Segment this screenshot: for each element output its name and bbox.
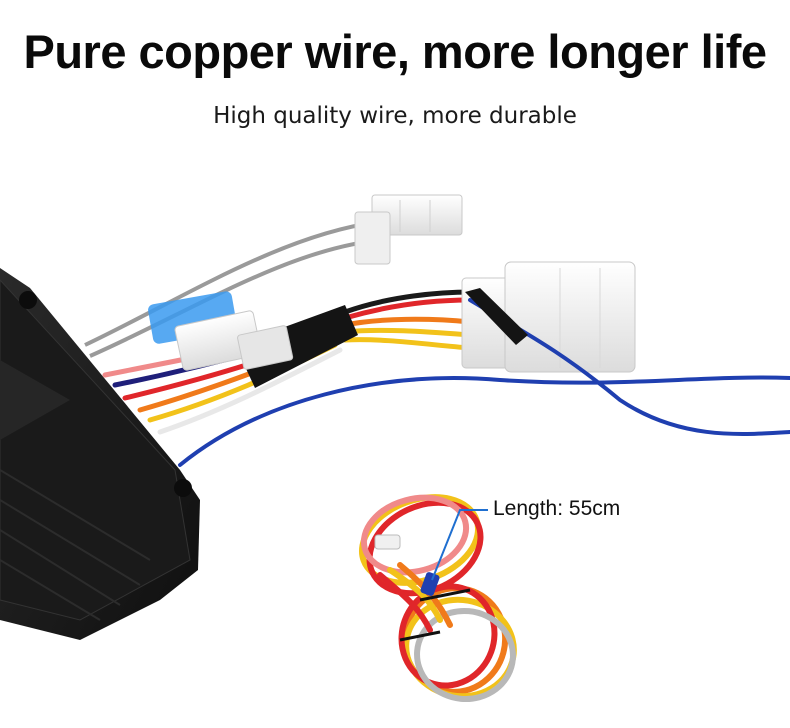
grey-wire-pair — [84, 220, 381, 358]
callout-leader — [431, 509, 488, 581]
middle-connector — [174, 310, 294, 371]
blue-wire-sleeve — [465, 288, 528, 345]
subheadline: High quality wire, more durable — [213, 103, 577, 129]
length-callout-label: Length: 55cm — [493, 497, 621, 520]
coil-details — [374, 534, 471, 642]
heat-shrink-sleeve — [235, 305, 358, 388]
top-connector — [354, 194, 463, 265]
device-body — [0, 268, 200, 640]
large-connector — [461, 261, 636, 373]
headline: Pure copper wire, more longer life — [23, 25, 767, 78]
